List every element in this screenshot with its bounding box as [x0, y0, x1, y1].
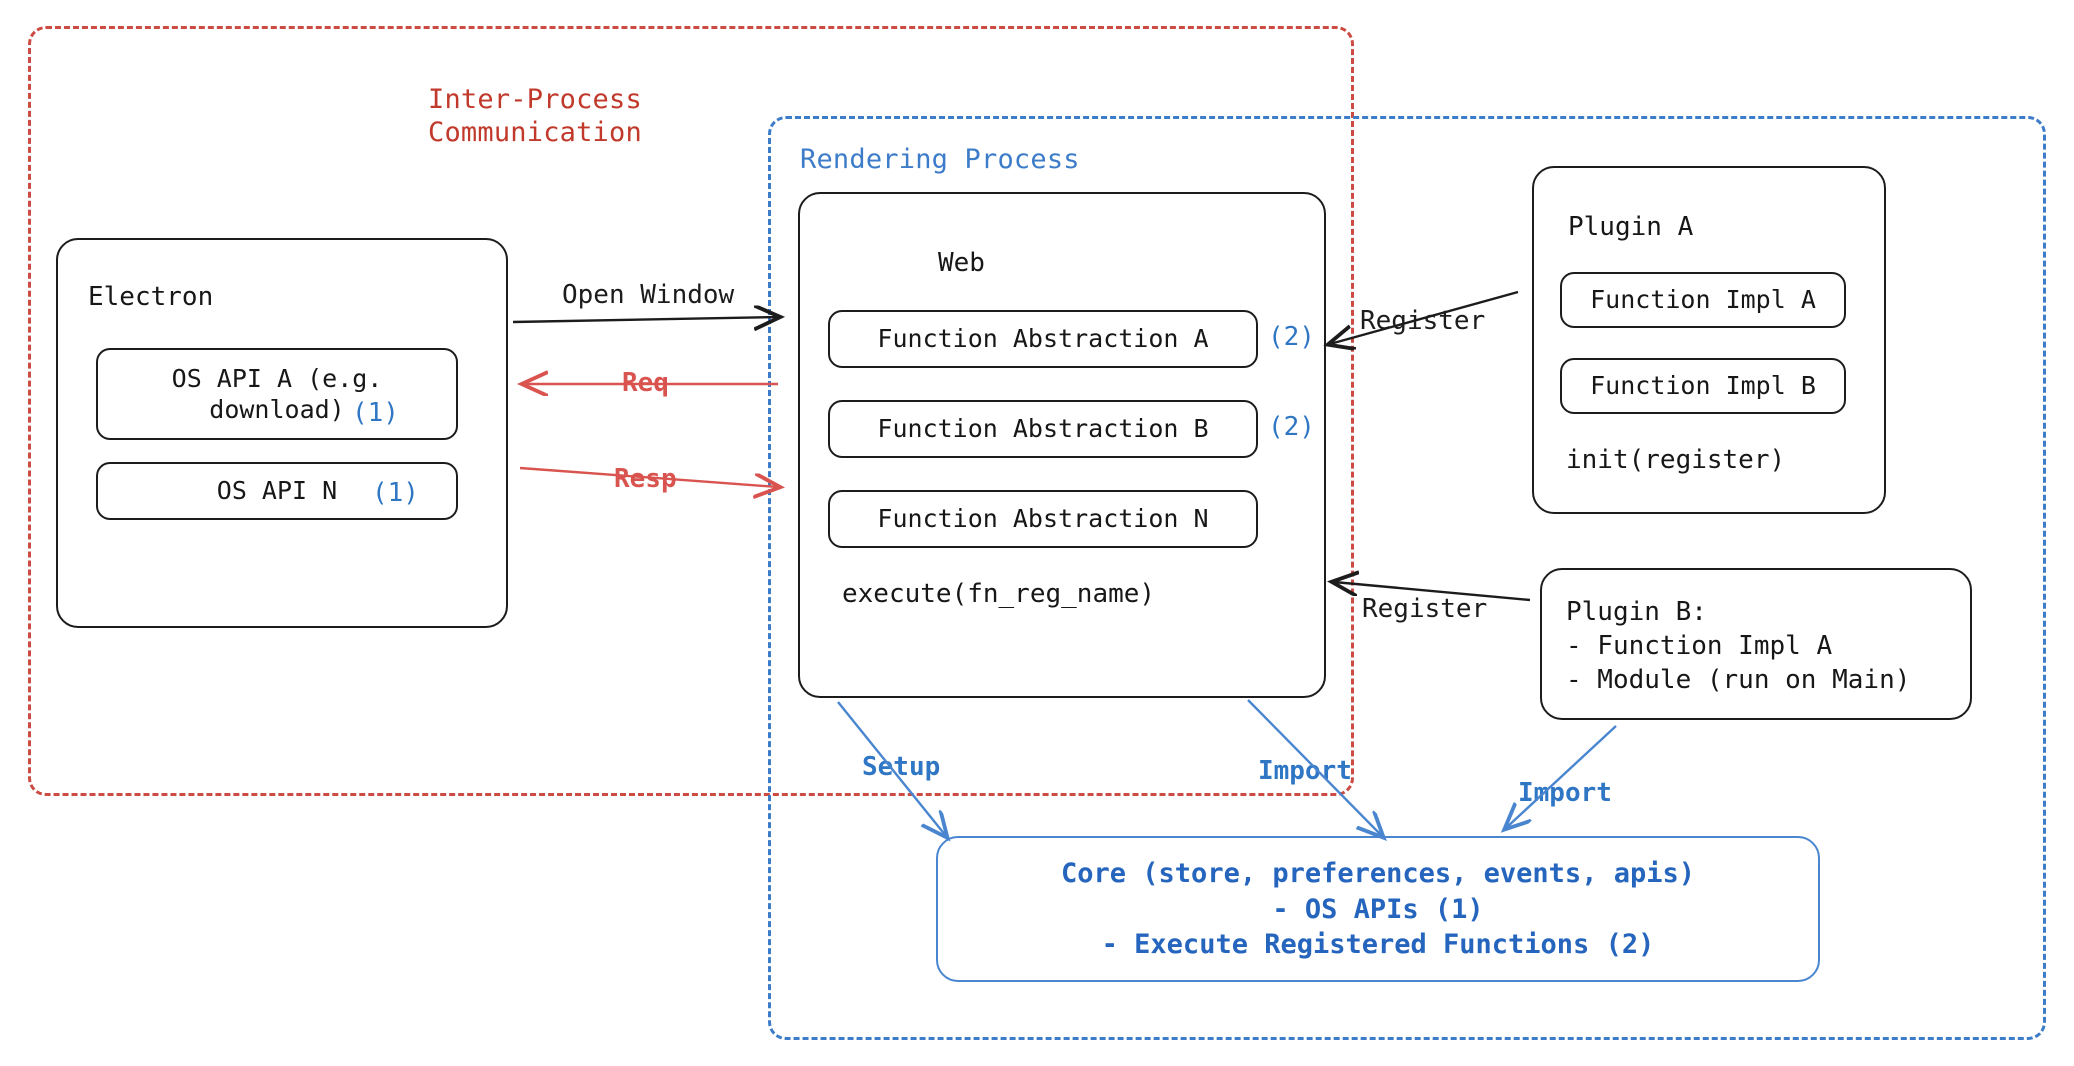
connector-open-window-label: Open Window [562, 280, 735, 310]
function-abstraction-a-box: Function Abstraction A [828, 310, 1258, 368]
os-api-a-label: OS API A (e.g. download) [171, 363, 383, 424]
web-title: Web [938, 248, 985, 278]
function-abstraction-a-label: Function Abstraction A [877, 324, 1209, 354]
electron-title: Electron [88, 282, 214, 312]
web-execute-label: execute(fn_reg_name) [842, 579, 1156, 609]
plugin-a-init-label: init(register) [1566, 445, 1786, 475]
function-abstraction-a-marker: (2) [1268, 322, 1315, 352]
connector-import-web-label: Import [1258, 756, 1352, 786]
function-impl-a-box: Function Impl A [1560, 272, 1846, 328]
function-impl-a-label: Function Impl A [1590, 285, 1816, 315]
connector-resp-label: Resp [614, 464, 677, 494]
connector-register-plugin-a-label: Register [1360, 306, 1486, 336]
region-inter-process-communication [28, 26, 1354, 796]
function-abstraction-b-marker: (2) [1268, 412, 1315, 442]
os-api-n-label: OS API N [216, 476, 338, 506]
os-api-a-box: OS API A (e.g. download) [96, 348, 458, 440]
function-abstraction-b-label: Function Abstraction B [877, 414, 1209, 444]
os-api-n-box: OS API N [96, 462, 458, 520]
region-rendering-process [768, 116, 2046, 1040]
plugin-a-box [1532, 166, 1886, 514]
core-text: Core (store, preferences, events, apis) … [1061, 858, 1695, 961]
plugin-b-box [1540, 568, 1972, 720]
core-box [936, 836, 1820, 982]
function-abstraction-n-box: Function Abstraction N [828, 490, 1258, 548]
connector-setup-label: Setup [862, 752, 941, 782]
function-abstraction-n-label: Function Abstraction N [877, 504, 1209, 534]
connector-register-plugin-b-label: Register [1362, 594, 1488, 624]
os-api-a-marker: (1) [352, 398, 399, 428]
connector-req-label: Req [622, 368, 669, 398]
function-impl-b-box: Function Impl B [1560, 358, 1846, 414]
connector-import-plugin-b-label: Import [1518, 778, 1612, 808]
plugin-a-title: Plugin A [1568, 212, 1694, 242]
plugin-b-text: Plugin B: - Function Impl A - Module (ru… [1566, 597, 1911, 695]
function-abstraction-b-box: Function Abstraction B [828, 400, 1258, 458]
region-rendering-process-label: Rendering Process [800, 144, 1080, 175]
region-ipc-label: Inter-Process Communication [428, 84, 642, 148]
os-api-n-marker: (1) [372, 478, 419, 508]
function-impl-b-label: Function Impl B [1590, 371, 1816, 401]
